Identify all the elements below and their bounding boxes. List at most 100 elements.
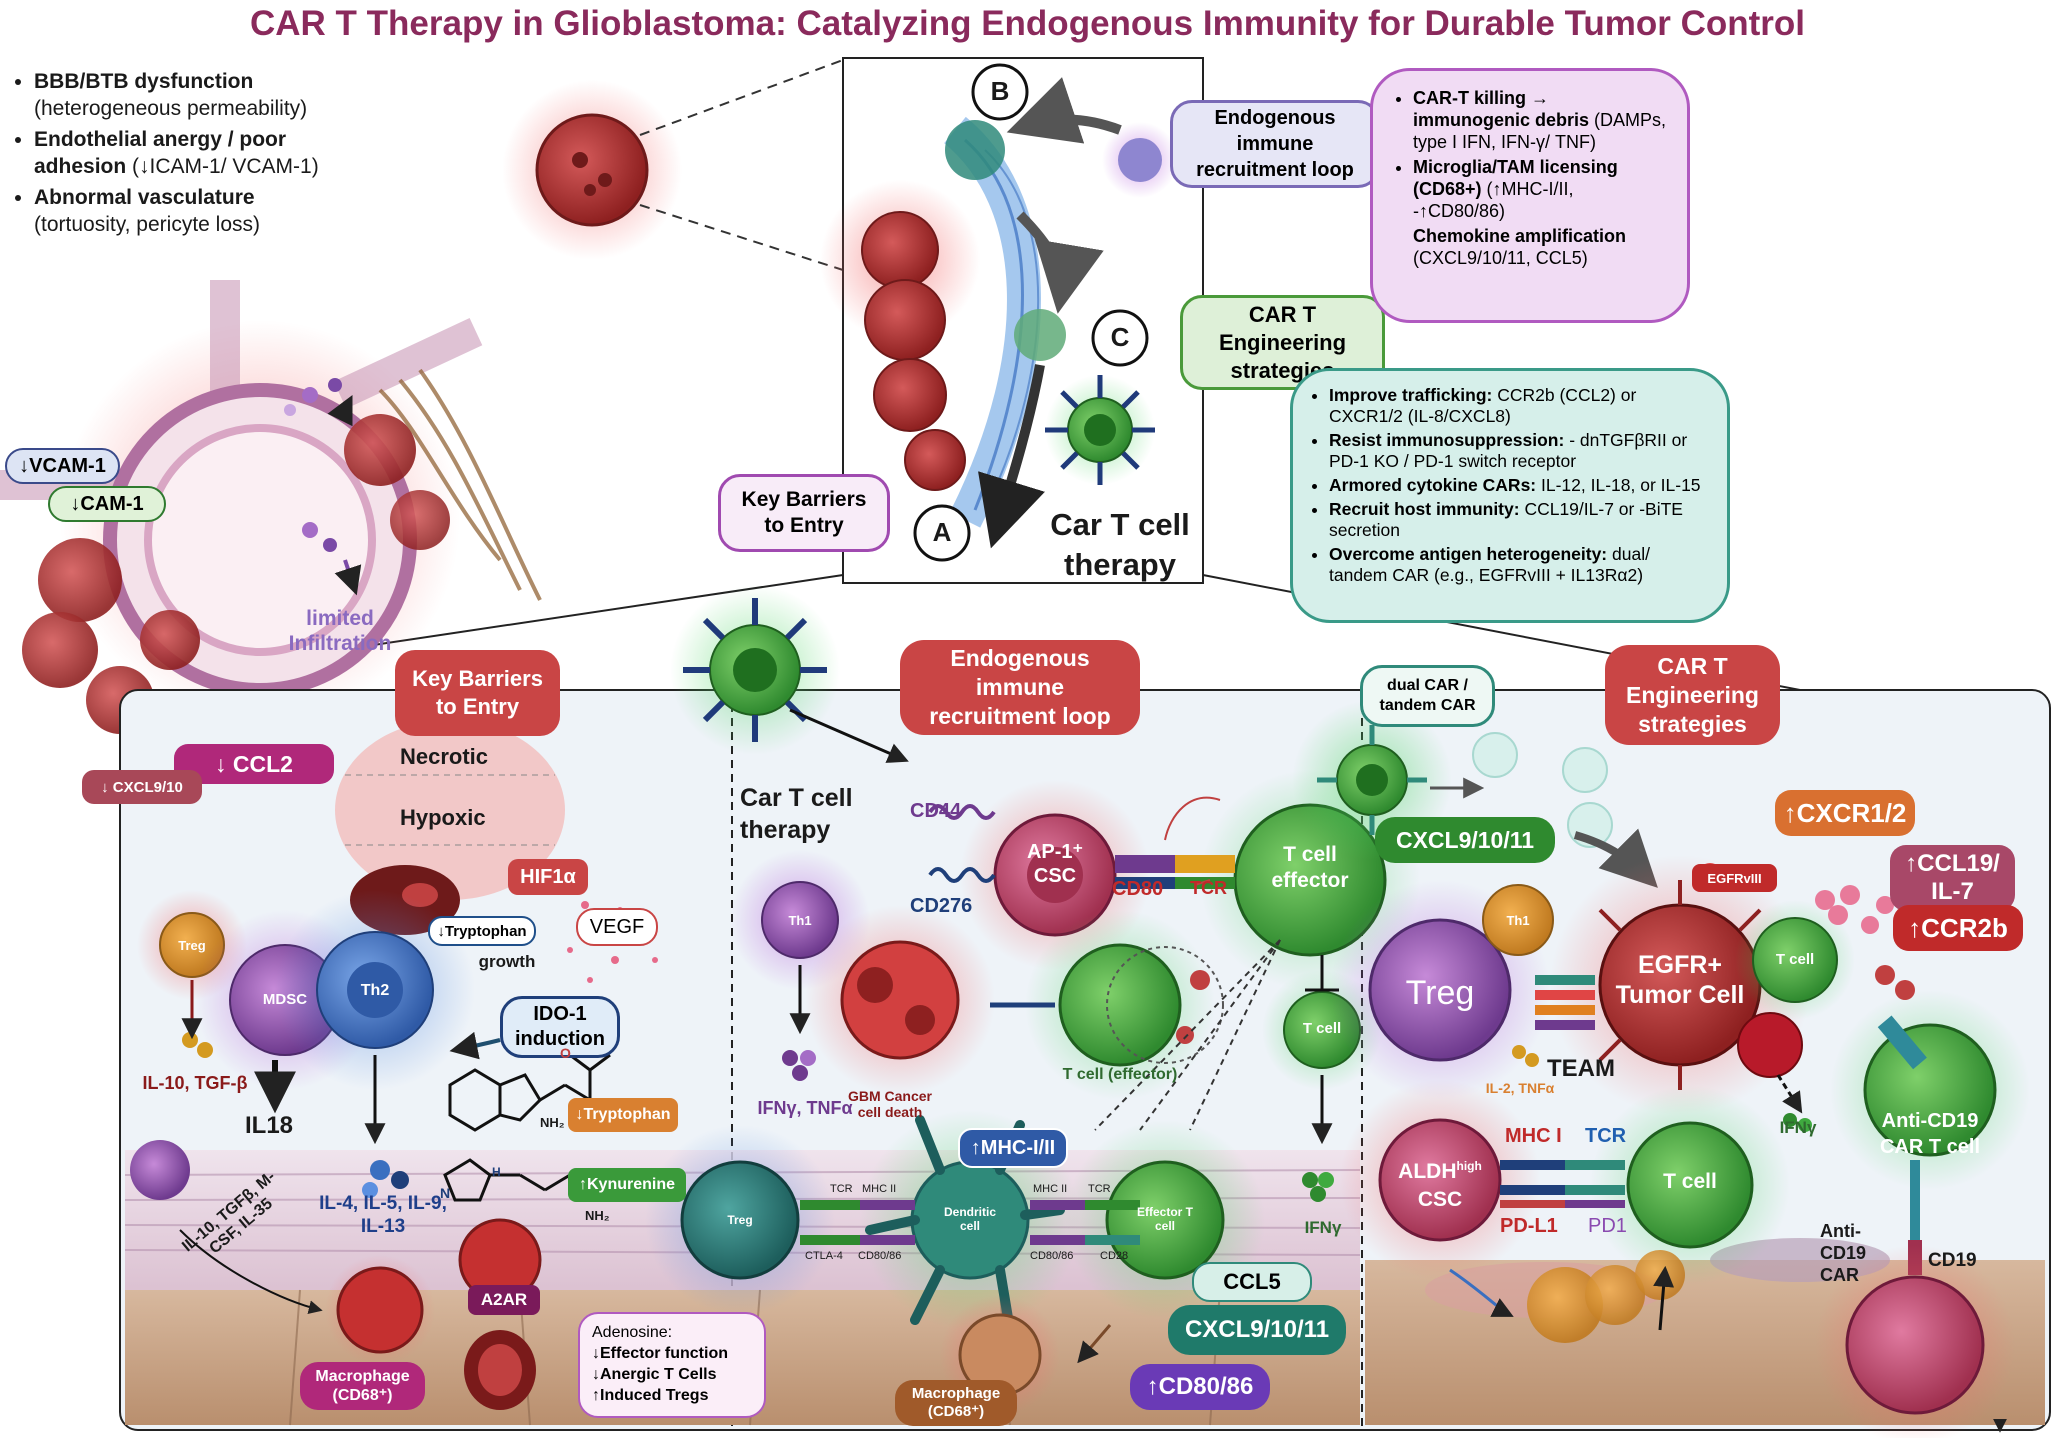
th1-right-label: Th1	[1506, 913, 1530, 928]
t-cell-right-label: T cell	[1775, 951, 1815, 968]
th1-cell	[761, 881, 839, 959]
tcr-label: TCR	[1190, 878, 1227, 898]
nh2-label: NH₂	[540, 1115, 565, 1130]
mhc-label: ↑MHC-I/II	[958, 1128, 1068, 1168]
dual-car-label: dual CAR / tandem CAR	[1360, 665, 1495, 727]
th2-label: Th2	[360, 982, 390, 999]
treg-middle	[680, 1160, 800, 1280]
treg-label-left: Treg	[178, 938, 206, 953]
car-therapy-middle-label: Car T cell therapy	[740, 784, 853, 844]
kynurenine-label: ↑Kynurenine	[568, 1168, 686, 1202]
synapse-cd80-tcr	[1115, 855, 1235, 889]
adenosine-box: Adenosine: ↓Effector function ↓Anergic T…	[578, 1312, 766, 1418]
point-c: C	[1110, 322, 1130, 352]
tcr-syn-b: TCR	[1088, 1183, 1111, 1195]
macrophage-left-label: Macrophage (CD68⁺)	[300, 1362, 425, 1410]
treg-right	[1368, 918, 1512, 1062]
egfr-tumor-label: EGFR+ Tumor Cell	[1615, 951, 1745, 1009]
anti-cd19-label: Anti-CD19 CAR T cell	[1879, 1110, 1981, 1158]
necrotic-tumor	[335, 720, 565, 900]
gbm-death-label: GBM Cancer cell death	[847, 1088, 933, 1120]
il10-tgfb-label: IL-10, TGF-β	[142, 1073, 248, 1093]
car-receptors-inset	[1045, 375, 1155, 485]
cd19-target	[1845, 1275, 1985, 1415]
barrier-item: BBB/BTB dysfunction (heterogeneous perme…	[34, 68, 328, 122]
t-cell-effector-label: T cell effector	[1271, 843, 1349, 892]
endogenous-cell-mid	[1014, 309, 1066, 361]
ctla4-syn: CTLA-4	[805, 1250, 843, 1262]
endogenous-loop-main: Endogenous immune recruitment loop	[900, 640, 1140, 735]
cxcl-middle-label: CXCL9/10/11	[1168, 1305, 1346, 1355]
effector-t-label: Effector T cell	[1136, 1205, 1193, 1233]
growth-label: growth	[478, 952, 536, 971]
engineering-info-box: Improve trafficking: CCR2b (CCL2) or CXC…	[1290, 368, 1730, 623]
t-cell-right	[1752, 917, 1838, 1003]
tcr-syn-a: TCR	[830, 1183, 853, 1195]
endogenous-cell-b	[945, 120, 1005, 180]
t-cell-mid-label: T cell	[1302, 1020, 1342, 1037]
vegf-label: VEGF	[576, 908, 658, 946]
cd80-label: CD80	[1112, 878, 1164, 900]
th1-label: Th1	[788, 913, 812, 928]
key-barriers-legend: Key Barriers to Entry	[718, 474, 890, 552]
ccl2-label: ↓ CCL2	[174, 744, 334, 784]
pd1-label: PD1	[1588, 1215, 1627, 1237]
pdl1-label: PD-L1	[1500, 1215, 1558, 1237]
endogenous-info-box: CAR-T killing → immunogenic debris (DAMP…	[1370, 68, 1690, 323]
th1-right	[1482, 884, 1554, 956]
barriers-list: BBB/BTB dysfunction (heterogeneous perme…	[8, 68, 328, 242]
ido1-induction-label: IDO-1 induction	[500, 996, 620, 1058]
ifn-tnf-label: IFNγ, TNFα	[757, 1098, 853, 1118]
mdsc-label: MDSC	[262, 991, 308, 1008]
team-synapse	[1535, 975, 1595, 1030]
treg-middle-label: Treg	[727, 1213, 753, 1227]
t-cell-effector-2	[1058, 943, 1182, 1067]
tryptophan-label: ↓Tryptophan	[568, 1098, 678, 1132]
cxcl910-label: ↓ CXCL9/10	[82, 770, 202, 804]
il2-tnf-label: IL-2, TNFα	[1485, 1080, 1555, 1096]
t-cell-bottom	[1626, 1121, 1754, 1249]
nitrogen-label: N	[440, 1185, 451, 1201]
ccr2b-label: ↑CCR2b	[1893, 905, 2023, 951]
cd28-syn: CD28	[1100, 1250, 1129, 1262]
mhcii-syn-a: MHC II	[862, 1183, 897, 1195]
ap1-csc-label: AP-1⁺ CSC	[1026, 841, 1084, 887]
egfrviii-label: EGFRvIII	[1692, 864, 1777, 892]
oxygen-label: O	[560, 1045, 571, 1061]
tryptophan-down-label: ↓Tryptophan	[428, 916, 536, 946]
interleukins-label: IL-4, IL-5, IL-9, IL-13	[319, 1193, 447, 1237]
ifng-middle-label: IFNγ	[1304, 1218, 1342, 1237]
car-engineering-main: CAR T Engineering strategies	[1605, 645, 1780, 745]
tumor-cell-top	[535, 113, 649, 227]
gbm-dying-cell	[840, 940, 960, 1060]
t-cell-effector2-label: T cell (effector)	[1062, 1066, 1178, 1083]
treg-right-label: Treg	[1405, 974, 1475, 1012]
inset-car-therapy-label: Car T cell therapy	[1050, 507, 1190, 582]
vcam-label: ↓VCAM-1	[5, 448, 120, 484]
mhcii-syn-b: MHC II	[1033, 1183, 1068, 1195]
ifng-right-label: IFNγ	[1779, 1118, 1817, 1137]
dendritic-label: Dendritic cell	[943, 1205, 996, 1233]
limited-infiltration-label: limited Infiltration	[288, 607, 392, 655]
point-b: B	[990, 76, 1010, 106]
macrophage-left	[336, 1266, 424, 1354]
key-barriers-main: Key Barriers to Entry	[395, 650, 560, 736]
effector-t-cell	[1105, 1160, 1225, 1280]
cd8086-syn-a: CD80/86	[858, 1250, 902, 1262]
nh2b-label: NH₂	[585, 1208, 610, 1223]
mhc-tcr-synapse	[1500, 1160, 1625, 1208]
endogenous-loop-legend: Endogenous immune recruitment loop	[1170, 100, 1380, 188]
cd8086-label: ↑CD80/86	[1130, 1364, 1270, 1410]
cam-label: ↓CAM-1	[48, 486, 166, 522]
synapse-right	[1030, 1200, 1140, 1245]
synapse-left	[800, 1200, 915, 1245]
anti-cd19-car-t	[1863, 1023, 1997, 1157]
cd44-label: CD44	[910, 800, 962, 822]
aldh-csc	[1378, 1118, 1502, 1242]
ccl19-label: ↑CCL19/ IL-7	[1890, 845, 2015, 911]
cd276-label: CD276	[910, 895, 973, 917]
barrier-item: Endothelial anergy / poor adhesion (↓ICA…	[34, 126, 328, 180]
cxcr-label: ↑CXCR1/2	[1775, 790, 1915, 836]
anti-cd19-car-label: Anti-CD19 CAR	[1820, 1221, 1867, 1285]
